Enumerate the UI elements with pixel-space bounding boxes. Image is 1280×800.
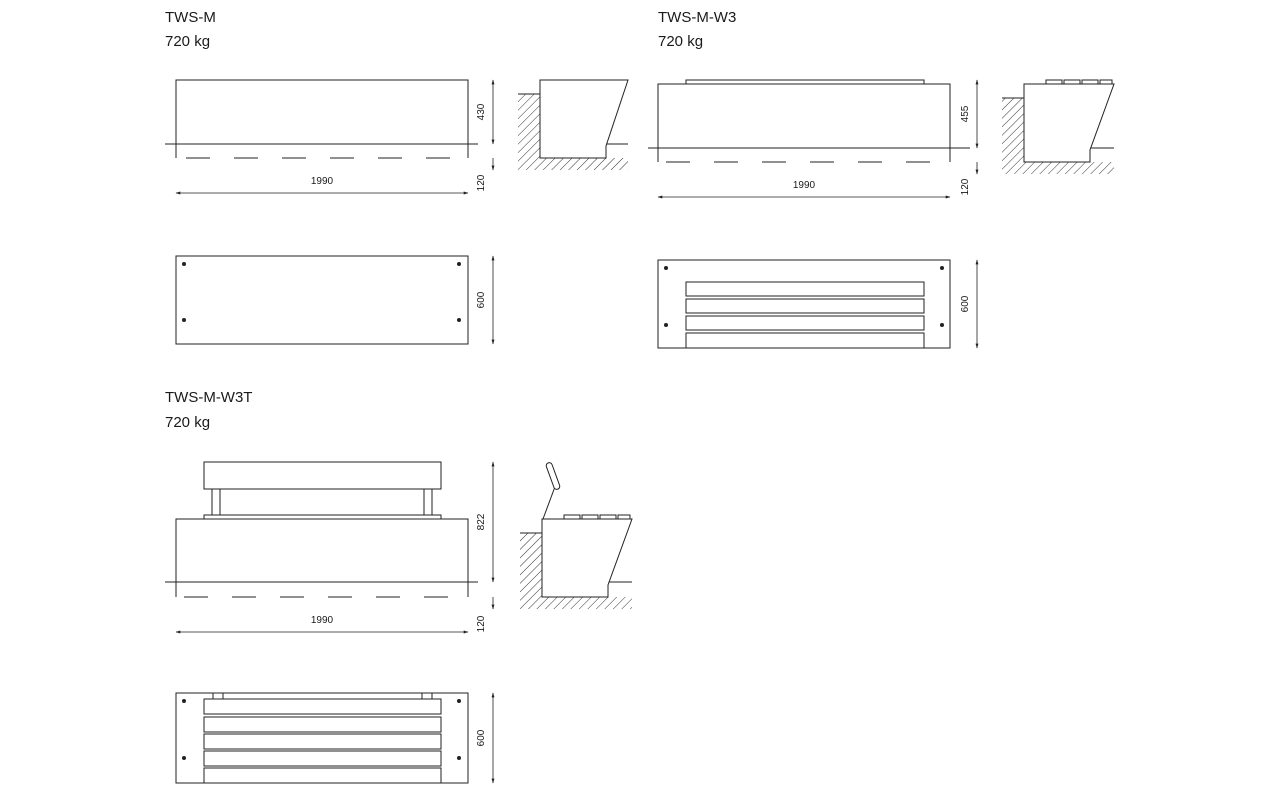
tws-m-height-label: 430 <box>476 103 487 120</box>
product-title-tws-m-w3: TWS-M-W3 <box>658 9 737 26</box>
product-title-tws-m-w3t: TWS-M-W3T <box>165 389 253 406</box>
tws-m-w3-depth-label: 120 <box>960 178 971 195</box>
product-weight-tws-m: 720 kg <box>165 33 211 50</box>
tws-m-front-view: 430 120 1990 <box>165 79 495 195</box>
tws-m-w3t-height-label: 822 <box>476 513 487 530</box>
tws-m-width-label: 600 <box>476 291 487 308</box>
tws-m-w3-top-view: 600 <box>657 259 979 349</box>
tws-m-w3t-top-view: 600 <box>175 692 495 784</box>
tws-m-w3t-depth-label: 120 <box>476 615 487 632</box>
tws-m-w3t-width-label: 600 <box>476 729 487 746</box>
tws-m-length-label: 1990 <box>311 176 334 187</box>
product-weight-tws-m-w3t: 720 kg <box>165 414 211 431</box>
tws-m-w3t-length-label: 1990 <box>311 615 334 626</box>
product-weight-tws-m-w3: 720 kg <box>658 33 704 50</box>
tws-m-w3-width-label: 600 <box>960 295 971 312</box>
tws-m-top-view: 600 <box>175 255 495 345</box>
tws-m-w3t-side-view <box>520 462 633 609</box>
tws-m-side-view <box>518 79 629 170</box>
tws-m-w3-length-label: 1990 <box>793 180 816 191</box>
tws-m-w3-side-view <box>1002 79 1115 174</box>
tws-m-w3-height-label: 455 <box>960 105 971 122</box>
product-title-tws-m: TWS-M <box>165 9 216 26</box>
tws-m-depth-label: 120 <box>476 174 487 191</box>
tws-m-w3-front-view: 455 120 1990 <box>648 79 979 199</box>
tws-m-w3t-front-view: 822 120 1990 <box>165 461 495 634</box>
